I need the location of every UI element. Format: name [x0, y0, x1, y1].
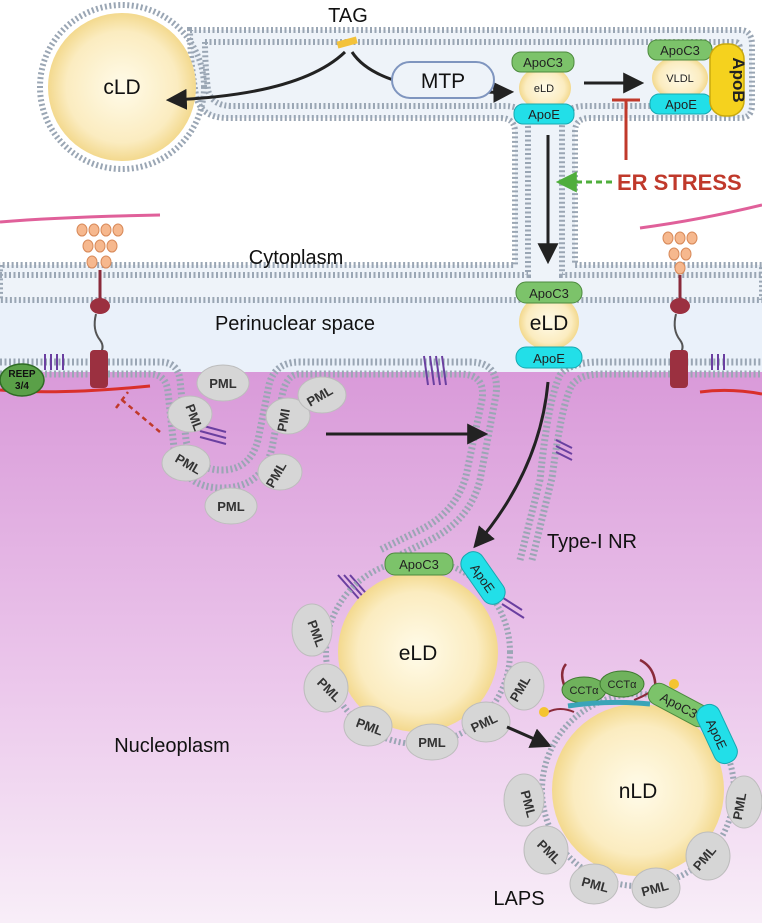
pml-label-4: PML [217, 499, 245, 514]
arrow-tag-to-cld [165, 50, 347, 110]
ccta-label-2: CCTα [608, 679, 638, 691]
linc-complex-left [44, 223, 124, 388]
perinuclear-eld-complex [515, 281, 583, 369]
type-i-nr-label: Type-I NR [547, 531, 637, 553]
apoe-nld [696, 703, 738, 765]
nuclear-envelope [0, 358, 762, 564]
nucleoplasm-label: Nucleoplasm [114, 735, 230, 757]
pml-nld-4: PML [640, 878, 670, 900]
pml-nld [503, 773, 762, 909]
mtp-label: MTP [421, 70, 465, 93]
eld-er-label: eLD [534, 83, 554, 95]
tag-label: TAG [328, 5, 368, 27]
actin-right [639, 203, 762, 230]
reep-label-line1: REEP [8, 369, 36, 380]
pmi-label: PMI [274, 408, 293, 433]
eld-perinuclear-label: eLD [530, 312, 569, 335]
apoc3-er [511, 51, 575, 73]
lamina-right [699, 388, 762, 396]
eld-nr-label: eLD [399, 642, 438, 665]
arrow-eld-to-nr [473, 381, 550, 549]
ccta-label-1: CCTα [570, 685, 600, 697]
reep-label-line2: 3/4 [15, 381, 29, 392]
cld-label: cLD [103, 76, 140, 99]
pml-nld-1: PML [518, 789, 540, 819]
mtp-box [391, 61, 495, 99]
apoc3-perinuclear-label: ApoC3 [529, 286, 569, 301]
apoe-er [513, 103, 575, 125]
apoc3-nr [384, 552, 454, 576]
pml-nld-6: PML [730, 791, 750, 821]
apoe-nr [460, 551, 506, 605]
apoc3-nr-label: ApoC3 [399, 557, 439, 572]
pml-eld [291, 603, 545, 761]
nld-label: nLD [619, 780, 658, 803]
apoc3-er-label: ApoC3 [523, 55, 563, 70]
arrow-eld-to-nld [506, 725, 552, 748]
tag-molecule-icon [336, 36, 358, 49]
sun-proteins [199, 355, 573, 619]
laps-label: LAPS [493, 888, 544, 910]
vldl-label: VLDL [666, 73, 694, 85]
apoe-vldl-label: ApoE [665, 97, 697, 112]
perinuclear-space-label: Perinuclear space [215, 313, 375, 335]
vldl-complex [647, 39, 745, 117]
cytoplasmic-lipid-droplet [37, 2, 207, 172]
apoe-perinuclear-label: ApoE [533, 351, 565, 366]
er-eld-complex [511, 51, 575, 125]
er-stress-label: ER STRESS [617, 170, 742, 195]
pml-nld-3: PML [580, 874, 610, 896]
cytoplasm-label: Cytoplasm [249, 247, 343, 269]
inhibitor-reep [115, 391, 161, 433]
apob-label: ApoB [729, 57, 748, 102]
inhibitor-er-stress-vldl [612, 98, 640, 160]
pml-eld-4: PML [418, 735, 446, 750]
reep-protein [0, 363, 45, 397]
pml-invagination [161, 364, 347, 525]
linc-complex-right [662, 231, 725, 388]
apoc3-vldl-label: ApoC3 [660, 43, 700, 58]
pml-label-1: PML [209, 376, 237, 391]
actin-left [0, 213, 161, 224]
apoe-er-label: ApoE [528, 107, 560, 122]
